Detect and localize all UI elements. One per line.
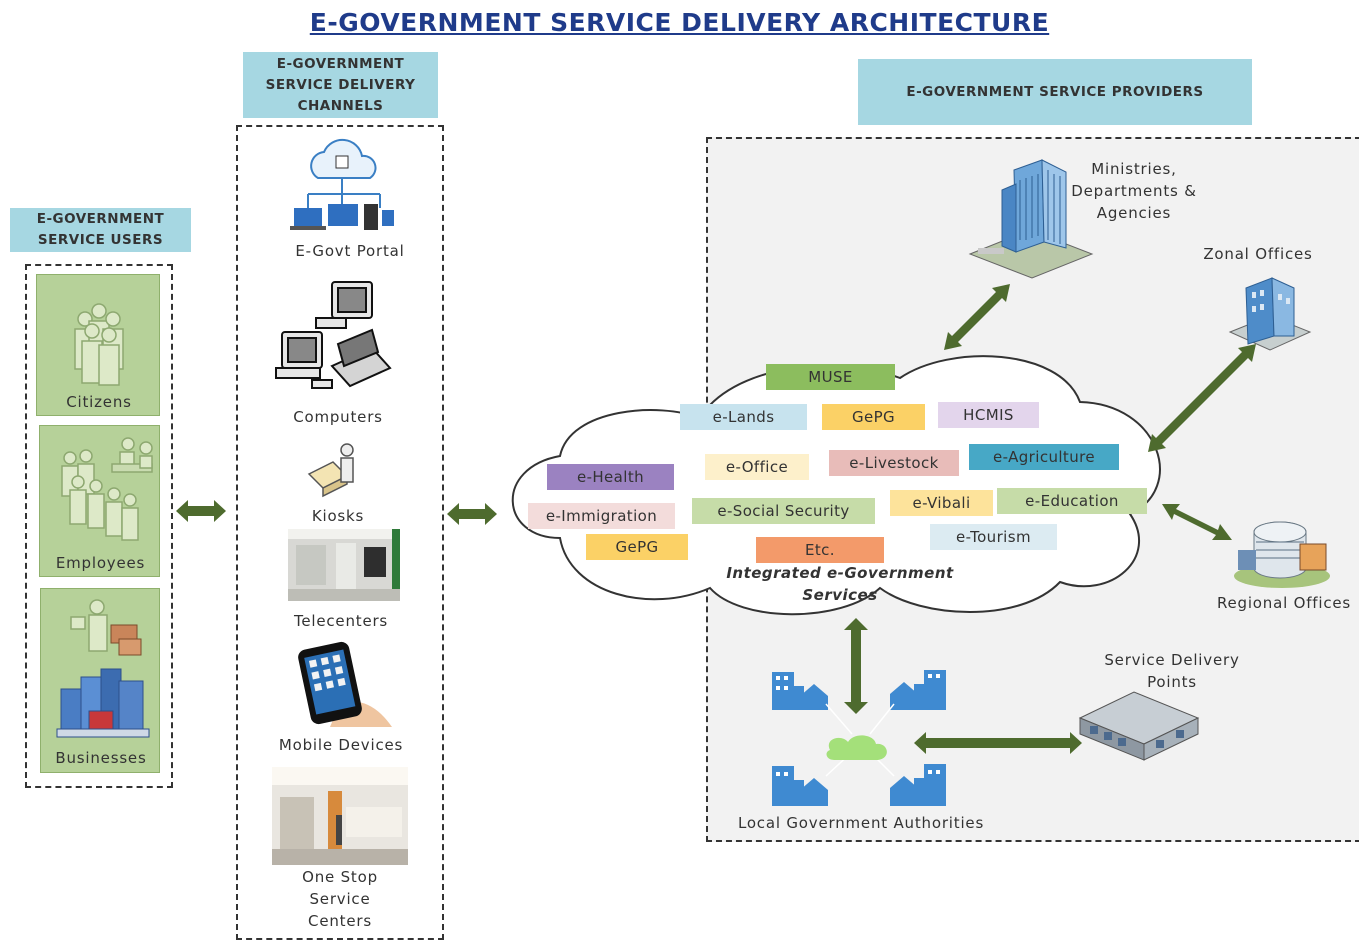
users-header-line-2: SERVICE USERS [37,232,164,248]
service-e-agriculture: e-Agriculture [969,444,1119,470]
service-point-building-icon [1078,691,1200,761]
service-hcmis: HCMIS [938,402,1039,428]
ministries-line-2: Departments & [1071,182,1197,200]
service-etc: Etc. [756,537,884,563]
service-e-education: e-Education [997,488,1147,514]
service-points-label: Service Delivery Points [1090,649,1254,693]
regional-offices-label: Regional Offices [1216,594,1352,612]
ministries-label: Ministries, Departments & Agencies [1052,158,1216,224]
user-tile-citizens: Citizens [36,274,160,416]
service-e-livestock: e-Livestock [829,450,959,476]
service-gepg-top: GePG [822,404,925,430]
channels-header-line-1: E-GOVERNMENT [276,55,405,72]
mobile-phone-icon [298,641,392,727]
ministries-building-icon [968,159,1094,279]
regional-office-building-icon [1234,521,1330,588]
diagram-title: E-GOVERNMENT SERVICE DELIVERY ARCHITECTU… [309,8,1050,37]
service-e-vibali: e-Vibali [890,490,993,516]
arrow-channels-cloud [447,503,497,525]
channel-label-service-centers: One Stop Service Centers [240,866,440,932]
businesses-label: Businesses [55,749,147,767]
arrow-cloud-zonal [1148,344,1256,452]
employees-label: Employees [55,554,146,572]
user-tile-employees: Employees [39,425,160,577]
citizens-icon [74,303,124,386]
cloud-portal-icon [290,138,394,230]
service-points-line-1: Service Delivery [1104,651,1240,669]
lga-cluster-icon [772,670,946,806]
citizens-label: Citizens [66,393,132,411]
service-e-tourism: e-Tourism [930,524,1057,550]
users-box [25,264,173,788]
ministries-line-3: Agencies [1096,204,1172,222]
service-e-office: e-Office [705,454,809,480]
arrow-cloud-regional [1162,504,1232,540]
cloud-caption-line-2: Services [802,586,878,604]
service-points-line-2: Points [1147,673,1197,691]
ministries-line-1: Ministries, [1091,160,1177,178]
service-e-health: e-Health [547,464,674,490]
arrow-lga-service-points [914,732,1082,754]
user-tile-businesses: Businesses [40,588,160,773]
channels-header-line-2: SERVICE DELIVERY [265,76,416,93]
cloud-caption: Integrated e-Government Services [710,562,970,606]
channel-label-telecenters: Telecenters [293,612,389,630]
kiosk-icon [307,443,354,498]
lga-label: Local Government Authorities [737,814,985,832]
arrow-cloud-ministries [944,284,1010,350]
arrow-cloud-lga [844,618,868,714]
cloud-caption-line-1: Integrated e-Government [726,564,954,582]
users-header: E-GOVERNMENT SERVICE USERS [10,208,191,252]
employees-icon [61,437,153,541]
zonal-offices-label: Zonal Offices [1203,245,1313,263]
service-muse: MUSE [766,364,895,390]
users-header-line-1: E-GOVERNMENT [36,211,165,227]
computers-icon [275,281,392,389]
businesses-icon [56,599,150,738]
channel-label-computers: Computers [293,408,383,426]
providers-header: E-GOVERNMENT SERVICE PROVIDERS [858,59,1252,125]
channel-label-kiosks: Kiosks [311,507,365,525]
channels-header-line-3: CHANNELS [297,97,384,114]
channels-header: E-GOVERNMENT SERVICE DELIVERY CHANNELS [243,52,438,118]
service-center-photo [272,767,408,865]
service-e-lands: e-Lands [680,404,807,430]
service-e-social-security: e-Social Security [692,498,875,524]
channel-label-portal: E-Govt Portal [295,242,405,260]
telecenter-photo [288,529,400,601]
arrow-users-channels [176,500,226,522]
zonal-office-building-icon [1228,277,1312,351]
service-centers-line-2: Service [309,890,371,908]
channel-label-mobile: Mobile Devices [278,736,404,754]
service-centers-line-3: Centers [308,912,372,930]
service-gepg-bottom: GePG [586,534,688,560]
service-e-immigration: e-Immigration [528,503,675,529]
service-centers-line-1: One Stop [302,868,378,886]
